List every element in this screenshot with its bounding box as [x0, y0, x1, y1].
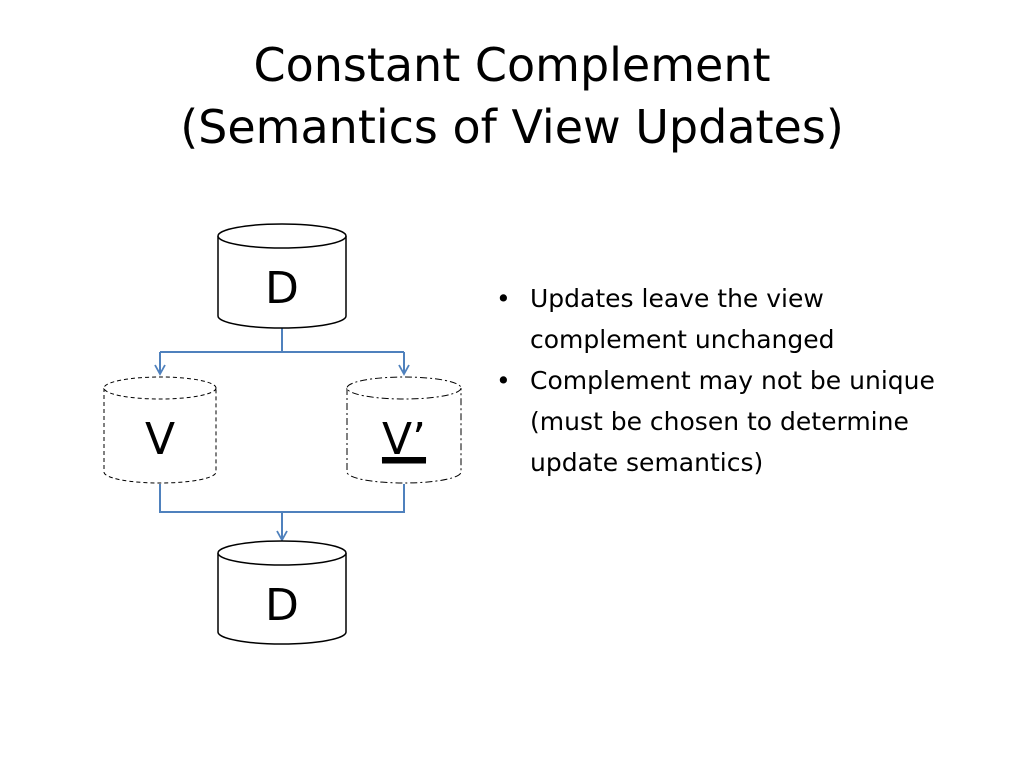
bullet-item: • Updates leave the view complement unch… — [496, 278, 966, 360]
bullet-dot-icon: • — [496, 284, 511, 313]
split-connector — [160, 328, 404, 353]
connectors — [154, 328, 410, 542]
bullet-item: • Complement may not be unique (must be … — [496, 360, 966, 483]
view-label: V — [145, 414, 175, 465]
view-complement-label: V’ — [382, 414, 426, 465]
bottom-database-label: D — [265, 580, 299, 631]
bullet-dot-icon: • — [496, 366, 511, 395]
slide-title-line-2: (Semantics of View Updates) — [180, 100, 844, 154]
bullet-text: Updates leave the view complement unchan… — [530, 284, 835, 354]
slide-title: Constant Complement (Semantics of View U… — [0, 34, 1024, 158]
view-complement-cylinder — [346, 376, 462, 484]
slide-title-line-1: Constant Complement — [253, 38, 771, 92]
top-database-cylinder — [217, 223, 347, 329]
top-database-label: D — [265, 263, 299, 314]
view-cylinder — [103, 376, 217, 484]
merge-connector — [159, 484, 405, 513]
bottom-database-cylinder — [217, 540, 347, 645]
bullet-text: Complement may not be unique (must be ch… — [530, 366, 935, 477]
bullet-list: • Updates leave the view complement unch… — [496, 278, 966, 483]
